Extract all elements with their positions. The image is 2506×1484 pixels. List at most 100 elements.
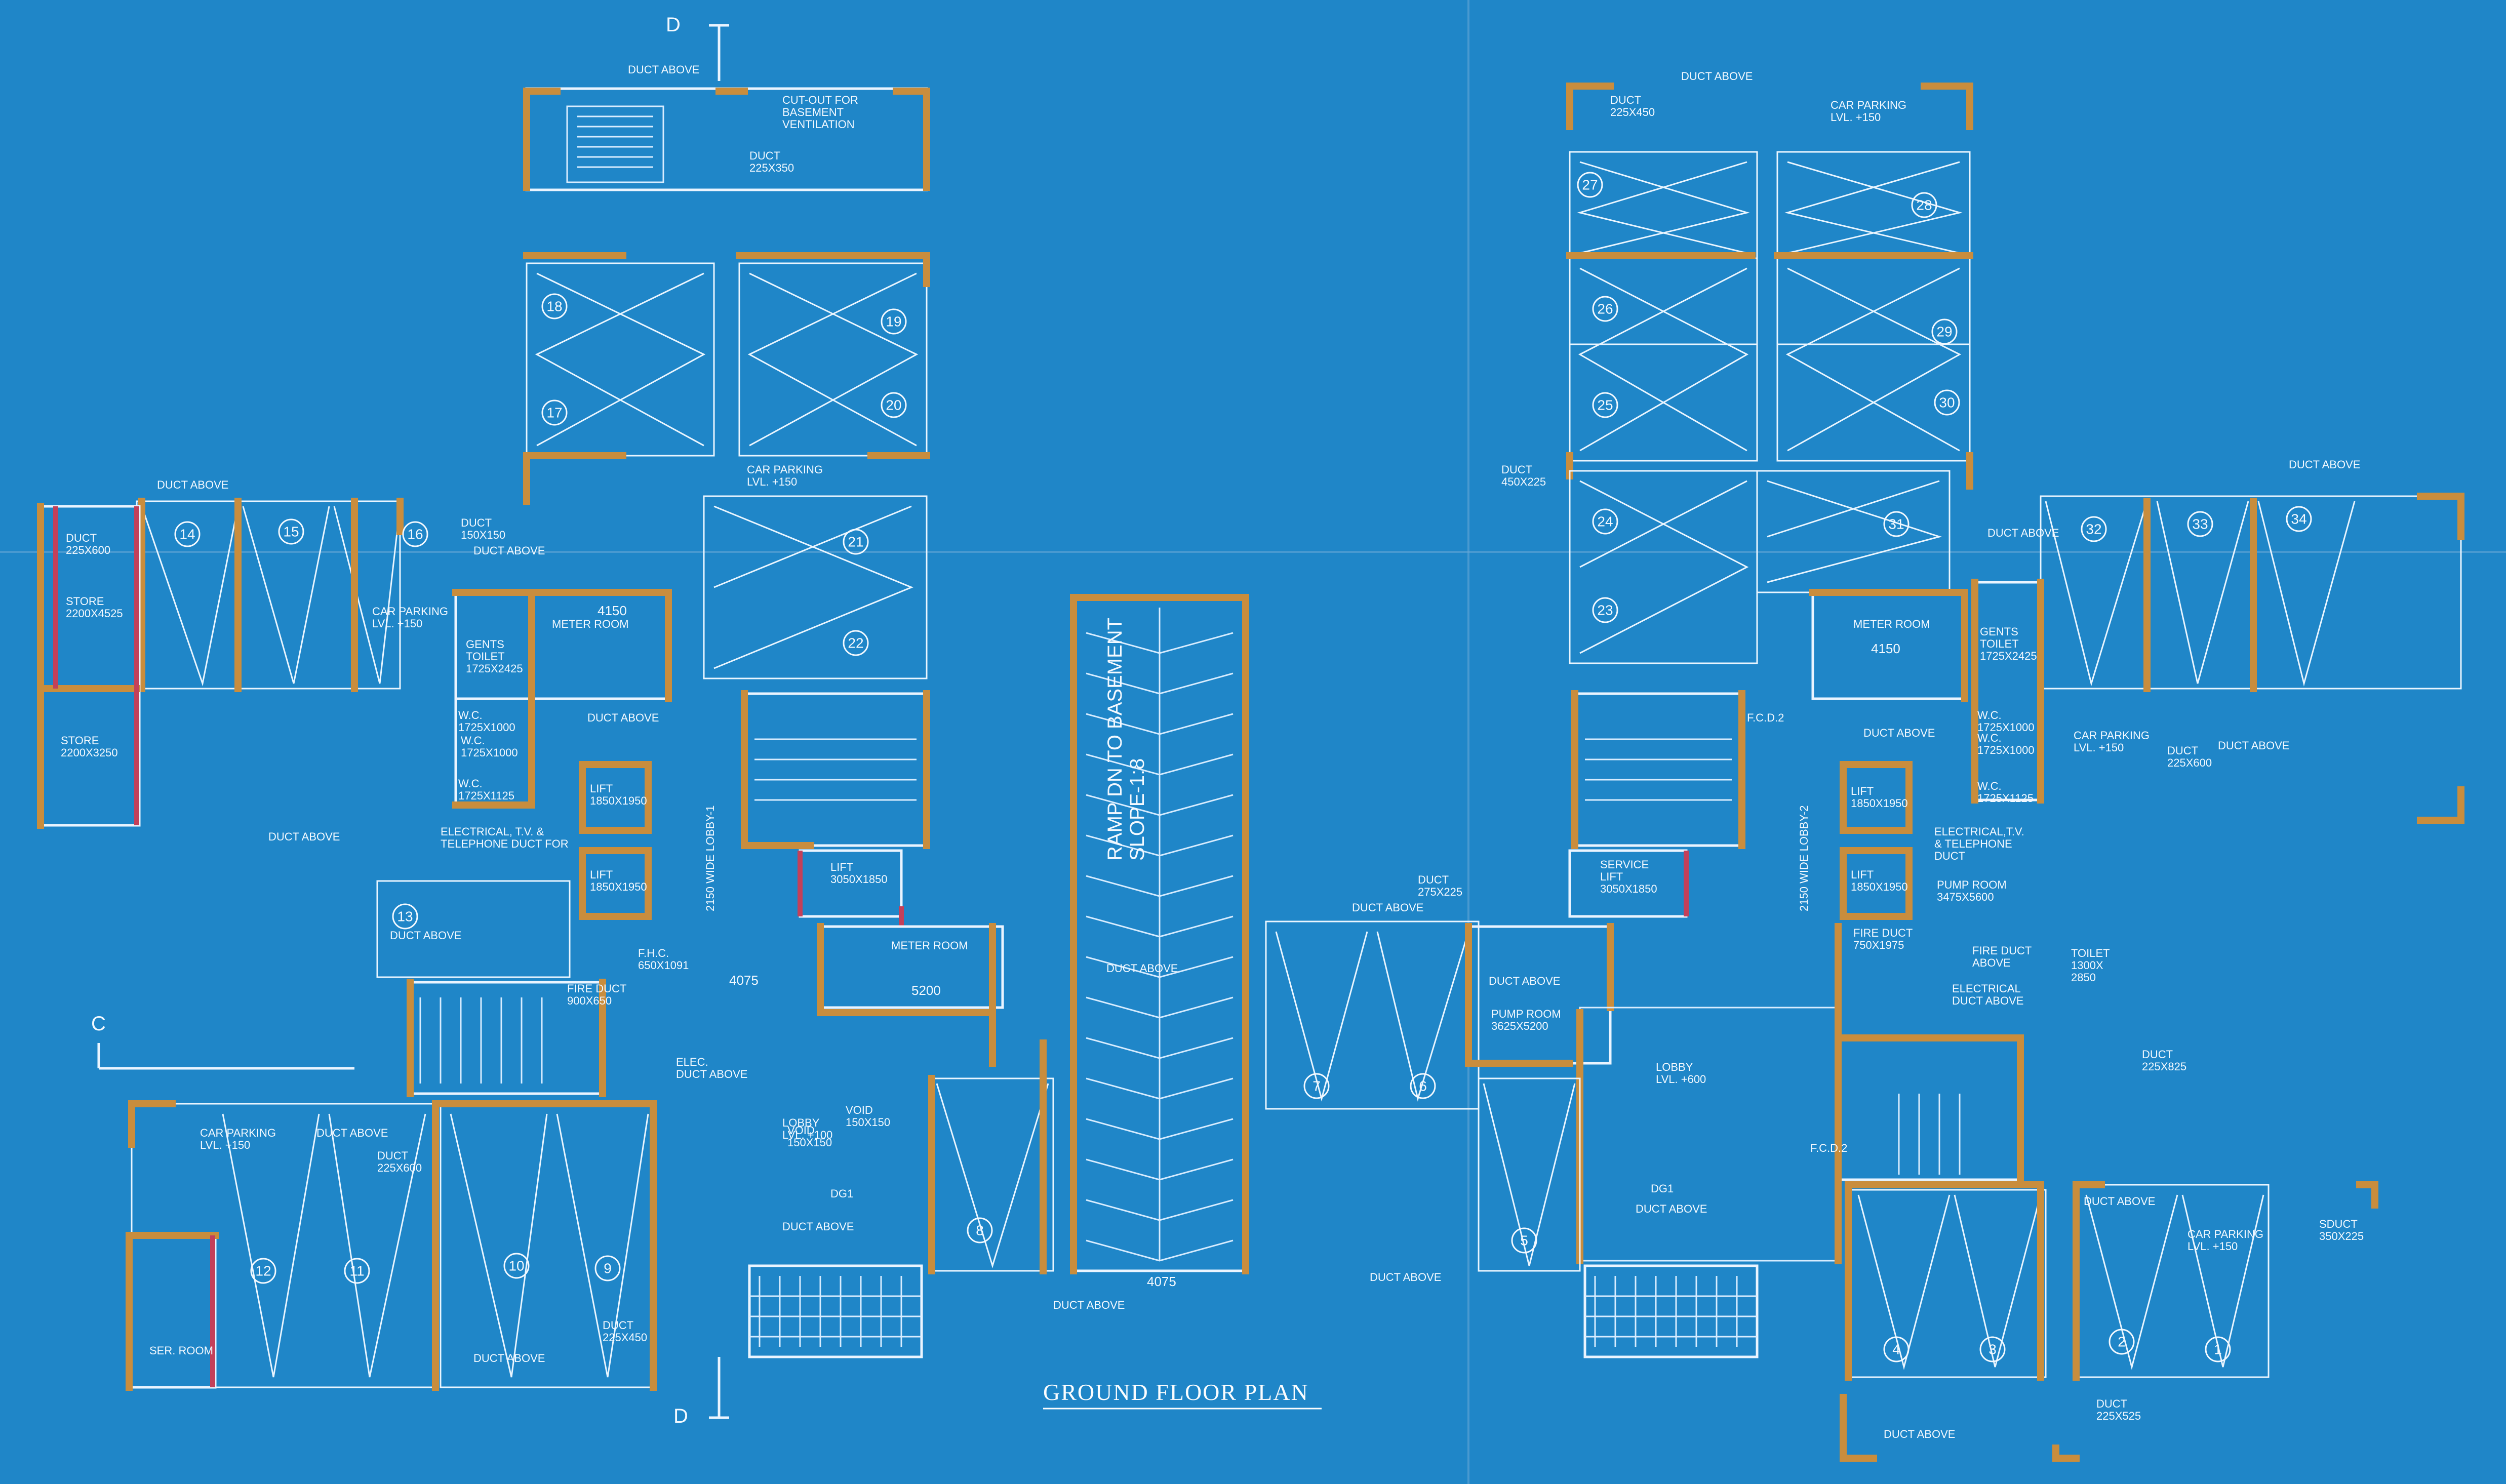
parking-number-29: 29: [1931, 318, 1958, 345]
parking-number-26: 26: [1592, 296, 1618, 322]
parking-bay-13: [376, 880, 571, 978]
parking-bay-8: [931, 1077, 1054, 1272]
parking-number-circle: [2205, 1336, 2231, 1362]
label-duct-above: DUCT ABOVE: [390, 929, 461, 942]
parking-number-circle: [392, 903, 418, 930]
parking-number-text: 10: [508, 1258, 524, 1274]
top-stair-block: [525, 87, 928, 191]
label-duct-above: DUCT ABOVE: [1863, 727, 1935, 739]
label-wc-1725x1125: W.C.1725X1125: [1977, 780, 2034, 805]
label-wc-1725x1125: W.C.1725X1125: [458, 777, 514, 802]
parking-number-text: 1: [2214, 1342, 2222, 1357]
parking-number-text: 5: [1520, 1233, 1528, 1249]
parking-number-16: 16: [402, 521, 428, 547]
parking-number-circle: [1303, 1073, 1330, 1099]
parking-number-7: 7: [1303, 1073, 1330, 1099]
label-duct-above: DUCT ABOVE: [1489, 975, 1560, 987]
label-duct-above: DUCT ABOVE: [157, 478, 228, 491]
parking-number-text: 34: [2291, 511, 2306, 527]
parking-number-circle: [881, 392, 907, 418]
label-duct-above: DUCT ABOVE: [473, 544, 545, 557]
stair-lower-right: [1837, 1036, 2022, 1181]
parking-number-text: 11: [349, 1263, 364, 1279]
parking-bay-28: [1776, 151, 1971, 345]
label-meter-room: METER ROOM: [552, 618, 629, 630]
label-dg1: DG1: [830, 1187, 853, 1200]
parking-number-21: 21: [843, 529, 869, 555]
label-duct-above: DUCT ABOVE: [1636, 1202, 1707, 1215]
label-elec-duct: ELEC.DUCT ABOVE: [676, 1056, 747, 1080]
parking-number-text: 4: [1892, 1342, 1900, 1357]
parking-number-text: 18: [546, 299, 562, 314]
section-d-bottom-label: D: [673, 1405, 688, 1427]
label-dg1: DG1: [1651, 1182, 1674, 1195]
stair-core-right: [1573, 692, 1743, 847]
parking-number-circle: [1911, 192, 1937, 218]
label-meter-room: METER ROOM: [1853, 618, 1930, 630]
label-fhc: F.H.C.650X1091: [638, 947, 689, 972]
parking-number-2: 2: [2109, 1329, 2135, 1355]
label-duct-above: DUCT ABOVE: [1106, 962, 1178, 975]
label-duct-above: DUCT ABOVE: [473, 1352, 545, 1365]
parking-number-22: 22: [843, 630, 869, 656]
drawing-title: GROUND FLOOR PLAN: [1043, 1379, 1309, 1405]
lobby-right: [1579, 1007, 1839, 1262]
parking-number-text: 23: [1597, 603, 1613, 618]
ramp: [1070, 594, 1249, 1274]
parking-number-text: 2: [2118, 1334, 2126, 1350]
parking-number-text: 31: [1888, 516, 1904, 532]
parking-number-14: 14: [174, 521, 201, 547]
parking-bay-23-24: [1569, 470, 1758, 664]
parking-number-circle: [2081, 516, 2107, 542]
label-duct-above: DUCT ABOVE: [1987, 527, 2059, 539]
parking-number-circle: [2187, 511, 2213, 537]
parking-number-34: 34: [2286, 506, 2312, 532]
parking-number-text: 9: [604, 1261, 612, 1276]
parking-number-33: 33: [2187, 511, 2213, 537]
parking-number-circle: [1577, 172, 1603, 198]
section-d-top-label: D: [666, 14, 681, 36]
label-duct-above: DUCT ABOVE: [628, 63, 699, 76]
parking-number-9: 9: [594, 1255, 621, 1281]
parking-number-circle: [1592, 597, 1618, 623]
parking-number-circle: [1592, 508, 1618, 535]
parking-number-text: 14: [179, 527, 195, 542]
parking-number-27: 27: [1577, 172, 1603, 198]
parking-number-text: 19: [886, 314, 901, 330]
parking-number-text: 12: [255, 1263, 271, 1279]
label-duct-above: DUCT ABOVE: [2289, 458, 2360, 471]
parking-bay-6-7: [1265, 920, 1480, 1110]
label-wc-1725x1000: W.C.1725X1000: [1977, 732, 2035, 756]
parking-number-circle: [843, 630, 869, 656]
parking-number-13: 13: [392, 903, 418, 930]
parking-number-circle: [402, 521, 428, 547]
toilet-block-right: [1973, 581, 2042, 801]
parking-number-32: 32: [2081, 516, 2107, 542]
parking-bay-3-4: [1847, 1189, 2047, 1378]
label-ser-room: SER. ROOM: [149, 1344, 213, 1357]
parking-number-circle: [2286, 506, 2312, 532]
ser-room: [128, 1234, 217, 1389]
